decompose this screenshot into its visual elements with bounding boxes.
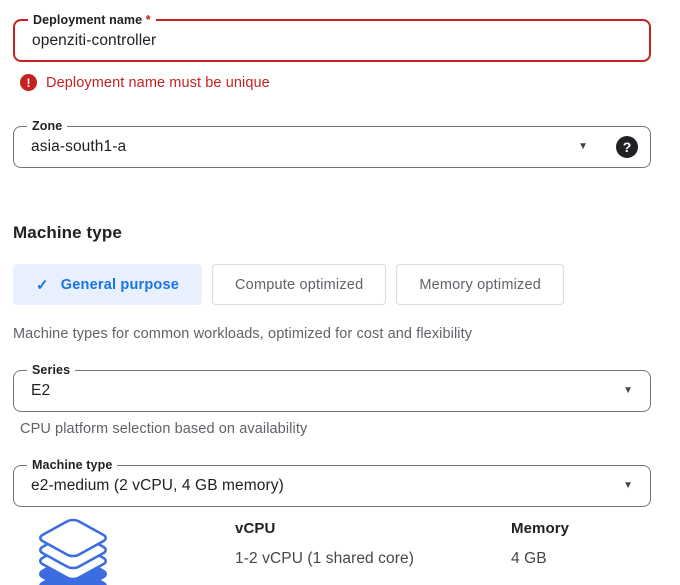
deployment-name-error: ! Deployment name must be unique bbox=[20, 74, 653, 91]
deployment-name-label: Deployment name * bbox=[28, 12, 156, 28]
machine-type-description: Machine types for common workloads, opti… bbox=[13, 326, 473, 342]
machine-type-label: Machine type bbox=[27, 457, 118, 473]
machine-type-value[interactable]: e2-medium (2 vCPU, 4 GB memory) bbox=[31, 477, 284, 494]
series-label-text: Series bbox=[32, 363, 71, 377]
zone-label: Zone bbox=[27, 118, 68, 134]
memory-spec: Memory 4 GB bbox=[511, 512, 569, 568]
zone-select[interactable]: Zone asia-south1-a ▼ ? bbox=[13, 118, 651, 168]
deployment-name-input[interactable]: openziti-controller bbox=[32, 31, 157, 49]
series-helper-text: CPU platform selection based on availabi… bbox=[20, 421, 308, 437]
check-icon: ✓ bbox=[36, 276, 49, 294]
deployment-config-form: Deployment name * openziti-controller ! … bbox=[0, 12, 653, 585]
tab-general-purpose[interactable]: ✓ General purpose bbox=[13, 264, 203, 305]
memory-value: 4 GB bbox=[511, 550, 547, 567]
chevron-down-icon[interactable]: ▼ bbox=[623, 480, 633, 491]
required-asterisk: * bbox=[145, 13, 151, 27]
series-label: Series bbox=[27, 362, 76, 378]
error-icon: ! bbox=[20, 74, 37, 91]
error-message-text: Deployment name must be unique bbox=[46, 74, 270, 91]
series-value[interactable]: E2 bbox=[31, 382, 51, 399]
chevron-down-icon[interactable]: ▼ bbox=[578, 141, 588, 152]
machine-specs: vCPU 1-2 vCPU (1 shared core) Memory 4 G… bbox=[13, 512, 653, 585]
zone-label-text: Zone bbox=[32, 119, 63, 133]
deployment-name-label-text: Deployment name bbox=[33, 13, 143, 27]
zone-value[interactable]: asia-south1-a bbox=[31, 138, 127, 155]
deployment-name-field[interactable]: Deployment name * openziti-controller bbox=[13, 12, 651, 62]
help-icon[interactable]: ? bbox=[616, 136, 638, 158]
machine-type-label-text: Machine type bbox=[32, 458, 113, 472]
machine-type-select[interactable]: Machine type e2-medium (2 vCPU, 4 GB mem… bbox=[13, 457, 651, 507]
tab-compute-optimized[interactable]: Compute optimized bbox=[212, 264, 387, 305]
tab-label: Memory optimized bbox=[419, 276, 541, 293]
vcpu-header: vCPU bbox=[235, 520, 276, 537]
series-select[interactable]: Series E2 ▼ bbox=[13, 362, 651, 412]
machine-type-tabs: ✓ General purpose Compute optimized Memo… bbox=[13, 264, 653, 305]
stack-icon bbox=[33, 512, 113, 585]
tab-memory-optimized[interactable]: Memory optimized bbox=[396, 264, 564, 305]
tab-label: Compute optimized bbox=[235, 276, 364, 293]
chevron-down-icon[interactable]: ▼ bbox=[623, 385, 633, 396]
machine-type-heading: Machine type bbox=[13, 223, 122, 242]
vcpu-value: 1-2 vCPU (1 shared core) bbox=[235, 550, 414, 567]
tab-label: General purpose bbox=[60, 276, 180, 293]
vcpu-spec: vCPU 1-2 vCPU (1 shared core) bbox=[235, 512, 511, 568]
memory-header: Memory bbox=[511, 520, 570, 537]
